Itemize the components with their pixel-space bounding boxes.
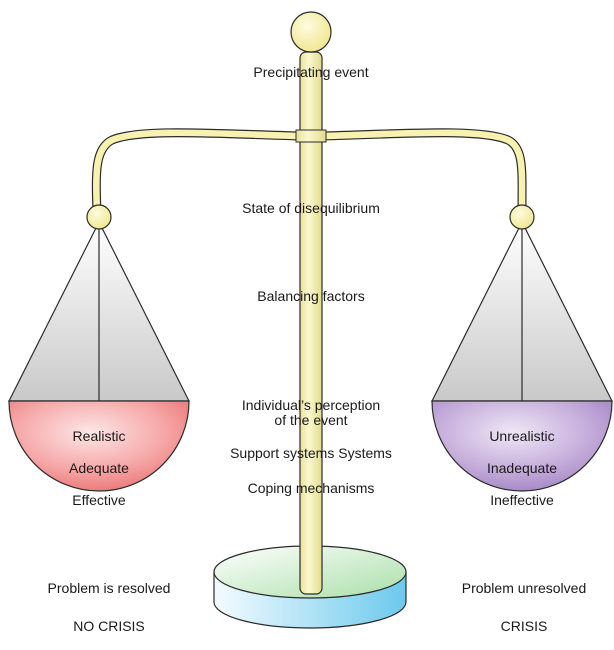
label-precipitating-event: Precipitating event [253, 64, 369, 80]
left-pan-bowl [8, 400, 190, 492]
right-pan-item-ineffective: Ineffective [490, 492, 554, 508]
right-verdict-text: CRISIS [500, 618, 548, 634]
beam-left-arm [91, 128, 305, 215]
label-perception-line1: Individual’s perception [241, 397, 381, 413]
pole-top-knob [290, 11, 332, 53]
left-pan-item-realistic: Realistic [72, 428, 126, 444]
scale-pole [290, 11, 332, 595]
left-pan [8, 204, 190, 492]
scale-beam [91, 128, 527, 215]
right-pan [431, 204, 613, 492]
label-coping-mechanisms: Coping mechanisms [247, 480, 375, 496]
label-support-systems: Support systems Systems [230, 445, 392, 461]
right-pan-item-inadequate: Inadequate [486, 460, 558, 476]
label-state-of-disequilibrium: State of disequilibrium [242, 200, 380, 216]
label-perception-line2: of the event [274, 412, 348, 428]
right-pan-bowl [431, 400, 613, 492]
left-outcome-text: Problem is resolved [47, 580, 171, 596]
right-outcome-text: Problem unresolved [461, 580, 587, 596]
left-pan-knob [86, 204, 112, 230]
left-pan-item-adequate: Adequate [69, 460, 129, 476]
label-balancing-factors: Balancing factors [257, 288, 365, 304]
right-pan-item-unrealistic: Unrealistic [489, 428, 555, 444]
left-pan-item-effective: Effective [72, 492, 126, 508]
left-verdict-text: NO CRISIS [73, 618, 145, 634]
beam-right-arm [317, 128, 527, 215]
right-pan-knob [509, 204, 535, 230]
